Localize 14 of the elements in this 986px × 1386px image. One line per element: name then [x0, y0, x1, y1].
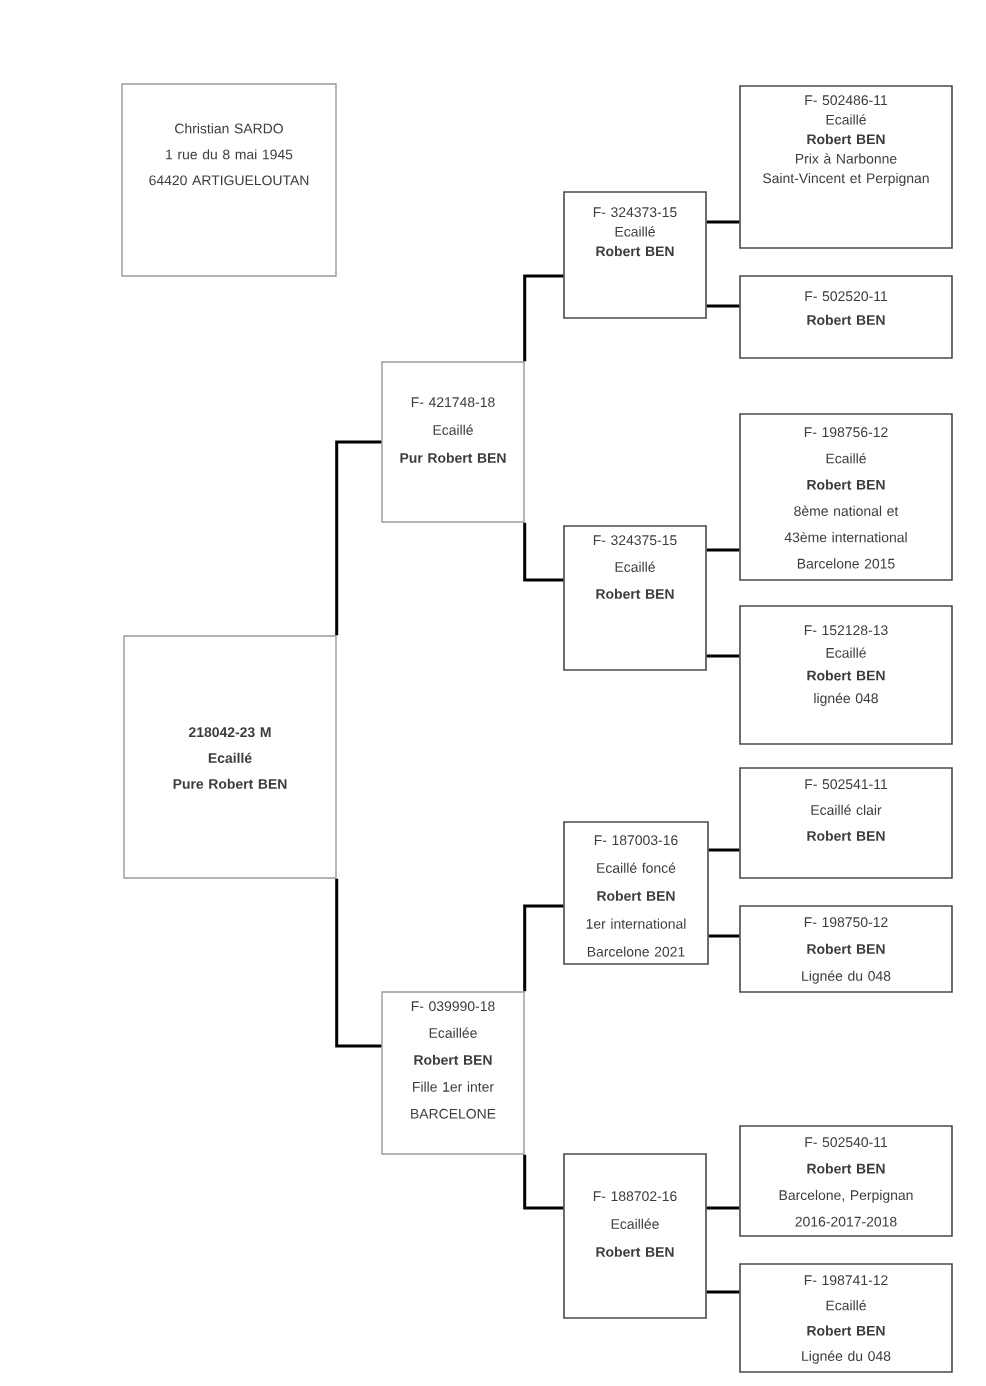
- connector-line: [708, 934, 740, 938]
- connector-line: [523, 522, 564, 582]
- connector-line: [706, 1290, 740, 1294]
- connector-line: [706, 654, 740, 658]
- connector-line: [706, 304, 740, 308]
- connector-line: [335, 878, 382, 1048]
- connector-line: [708, 848, 740, 852]
- connector-line: [706, 548, 740, 552]
- connector-line: [523, 1154, 564, 1210]
- connector-line: [523, 904, 564, 992]
- connector-line: [523, 274, 564, 362]
- connector-line: [706, 220, 740, 224]
- connector-line: [706, 1206, 740, 1210]
- connector-line: [335, 440, 382, 636]
